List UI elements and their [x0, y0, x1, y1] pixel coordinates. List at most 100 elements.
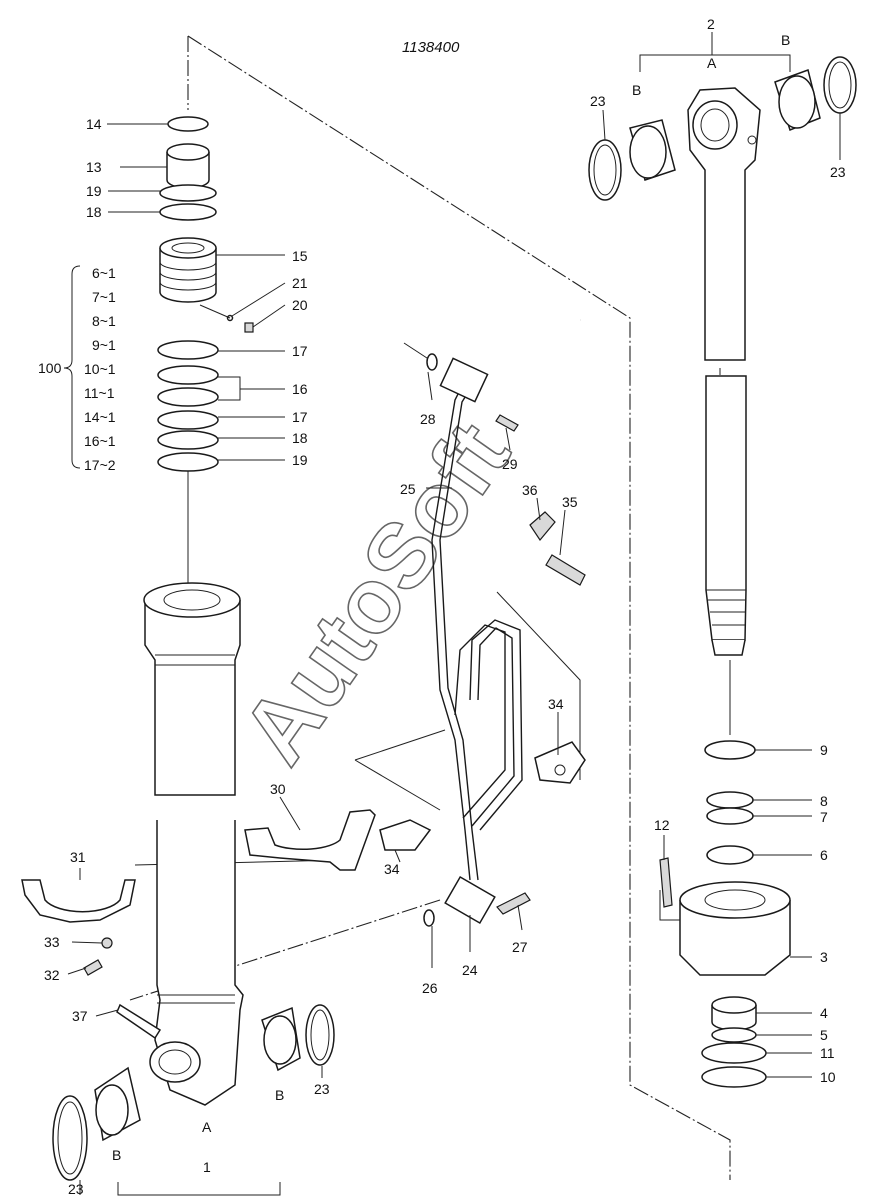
callout-15: 15 [292, 248, 308, 264]
callout-36: 36 [522, 482, 538, 498]
ring-11 [701, 1042, 767, 1064]
callout-1: 1 [203, 1159, 211, 1175]
kit-item: 17~2 [84, 457, 116, 473]
callout-17: 17 [292, 409, 308, 425]
ring-5 [711, 1027, 757, 1043]
leader-lines [67, 32, 841, 1195]
ring-7 [706, 807, 754, 825]
oring-28 [426, 353, 438, 371]
callout-8: 8 [820, 793, 828, 809]
callout-23: 23 [314, 1081, 330, 1097]
clamp-31 [21, 879, 136, 923]
rod-assembly [588, 56, 857, 1088]
callout-29: 29 [502, 456, 518, 472]
bolt-32 [83, 959, 103, 976]
kit-item: 6~1 [92, 265, 116, 281]
callout-33: 33 [44, 934, 60, 950]
oring-26 [423, 909, 435, 927]
callout-5: 5 [820, 1027, 828, 1043]
ring-10 [701, 1066, 767, 1088]
spacer-36 [529, 511, 556, 542]
seal-stack-upper [157, 116, 254, 472]
ring-8 [706, 791, 754, 809]
callout-4: 4 [820, 1005, 828, 1021]
callout-31: 31 [70, 849, 86, 865]
kit-item: 14~1 [84, 409, 116, 425]
callout-6: 6 [820, 847, 828, 863]
callout-14: 14 [86, 116, 102, 132]
callout-34: 34 [548, 696, 564, 712]
seal-23-right [305, 1004, 335, 1066]
ring-19 [159, 184, 217, 202]
bolt-12 [659, 857, 673, 908]
flange-24 [444, 875, 496, 925]
callout-23: 23 [68, 1181, 84, 1197]
kit-item: 10~1 [84, 361, 116, 377]
kit-item: 8~1 [92, 313, 116, 329]
clamp-block-34-upper [534, 741, 586, 784]
kit-item: 7~1 [92, 289, 116, 305]
callout-2: 2 [707, 16, 715, 32]
kit-item: 11~1 [84, 385, 115, 401]
callout-a: A [707, 55, 717, 71]
pipe-assembly [423, 353, 586, 927]
kit-list: 100 6~1 7~1 8~1 9~1 10~1 11~1 14~1 16~1 … [38, 265, 116, 473]
kit-item: 9~1 [92, 337, 116, 353]
callout-37: 37 [72, 1008, 88, 1024]
callout-b: B [632, 82, 641, 98]
bolt-27 [496, 892, 531, 915]
callout-3: 3 [820, 949, 828, 965]
callout-30: 30 [270, 781, 286, 797]
ring-17a [157, 340, 219, 360]
callouts: 14 13 19 18 15 21 20 17 16 17 18 19 28 2… [44, 16, 846, 1197]
rod-eye-2 [687, 87, 761, 361]
clamp-30 [244, 809, 376, 871]
callout-10: 10 [820, 1069, 836, 1085]
callout-7: 7 [820, 809, 828, 825]
left-eye-parts [52, 1003, 335, 1181]
callout-11: 11 [820, 1045, 835, 1061]
callout-20: 20 [292, 297, 308, 313]
callout-34: 34 [384, 861, 400, 877]
callout-27: 27 [512, 939, 528, 955]
cylinder-head-3 [679, 900, 791, 976]
flange-28-end [439, 357, 489, 403]
callout-19: 19 [86, 183, 102, 199]
callout-b: B [275, 1087, 284, 1103]
group-label: 100 [38, 360, 62, 376]
callout-26: 26 [422, 980, 438, 996]
callout-16: 16 [292, 381, 308, 397]
cylinder-tube [143, 582, 244, 1106]
callout-18: 18 [292, 430, 308, 446]
callout-9: 9 [820, 742, 828, 758]
bolt-35 [545, 554, 586, 586]
callout-19: 19 [292, 452, 308, 468]
watermark: AutoSoft [223, 405, 529, 782]
callout-32: 32 [44, 967, 60, 983]
callout-28: 28 [420, 411, 436, 427]
callout-21: 21 [292, 275, 308, 291]
seal-23-left [52, 1095, 88, 1181]
clamp-block-34-lower [379, 819, 432, 851]
bolt-29 [495, 414, 519, 432]
callout-23: 23 [590, 93, 606, 109]
grease-nipple-37 [116, 1003, 162, 1040]
callout-b: B [112, 1147, 121, 1163]
ring-6 [706, 845, 754, 865]
callout-b: B [781, 32, 790, 48]
clamp-parts [21, 741, 586, 976]
callout-25: 25 [400, 481, 416, 497]
callout-a: A [202, 1119, 212, 1135]
washer-33 [101, 937, 113, 949]
callout-35: 35 [562, 494, 578, 510]
callout-24: 24 [462, 962, 478, 978]
callout-23: 23 [830, 164, 846, 180]
ring-9 [704, 740, 756, 760]
callout-18: 18 [86, 204, 102, 220]
ring-14 [167, 116, 209, 132]
ring-18 [159, 203, 217, 221]
kit-item: 16~1 [84, 433, 116, 449]
callout-12: 12 [654, 817, 670, 833]
callout-17: 17 [292, 343, 308, 359]
